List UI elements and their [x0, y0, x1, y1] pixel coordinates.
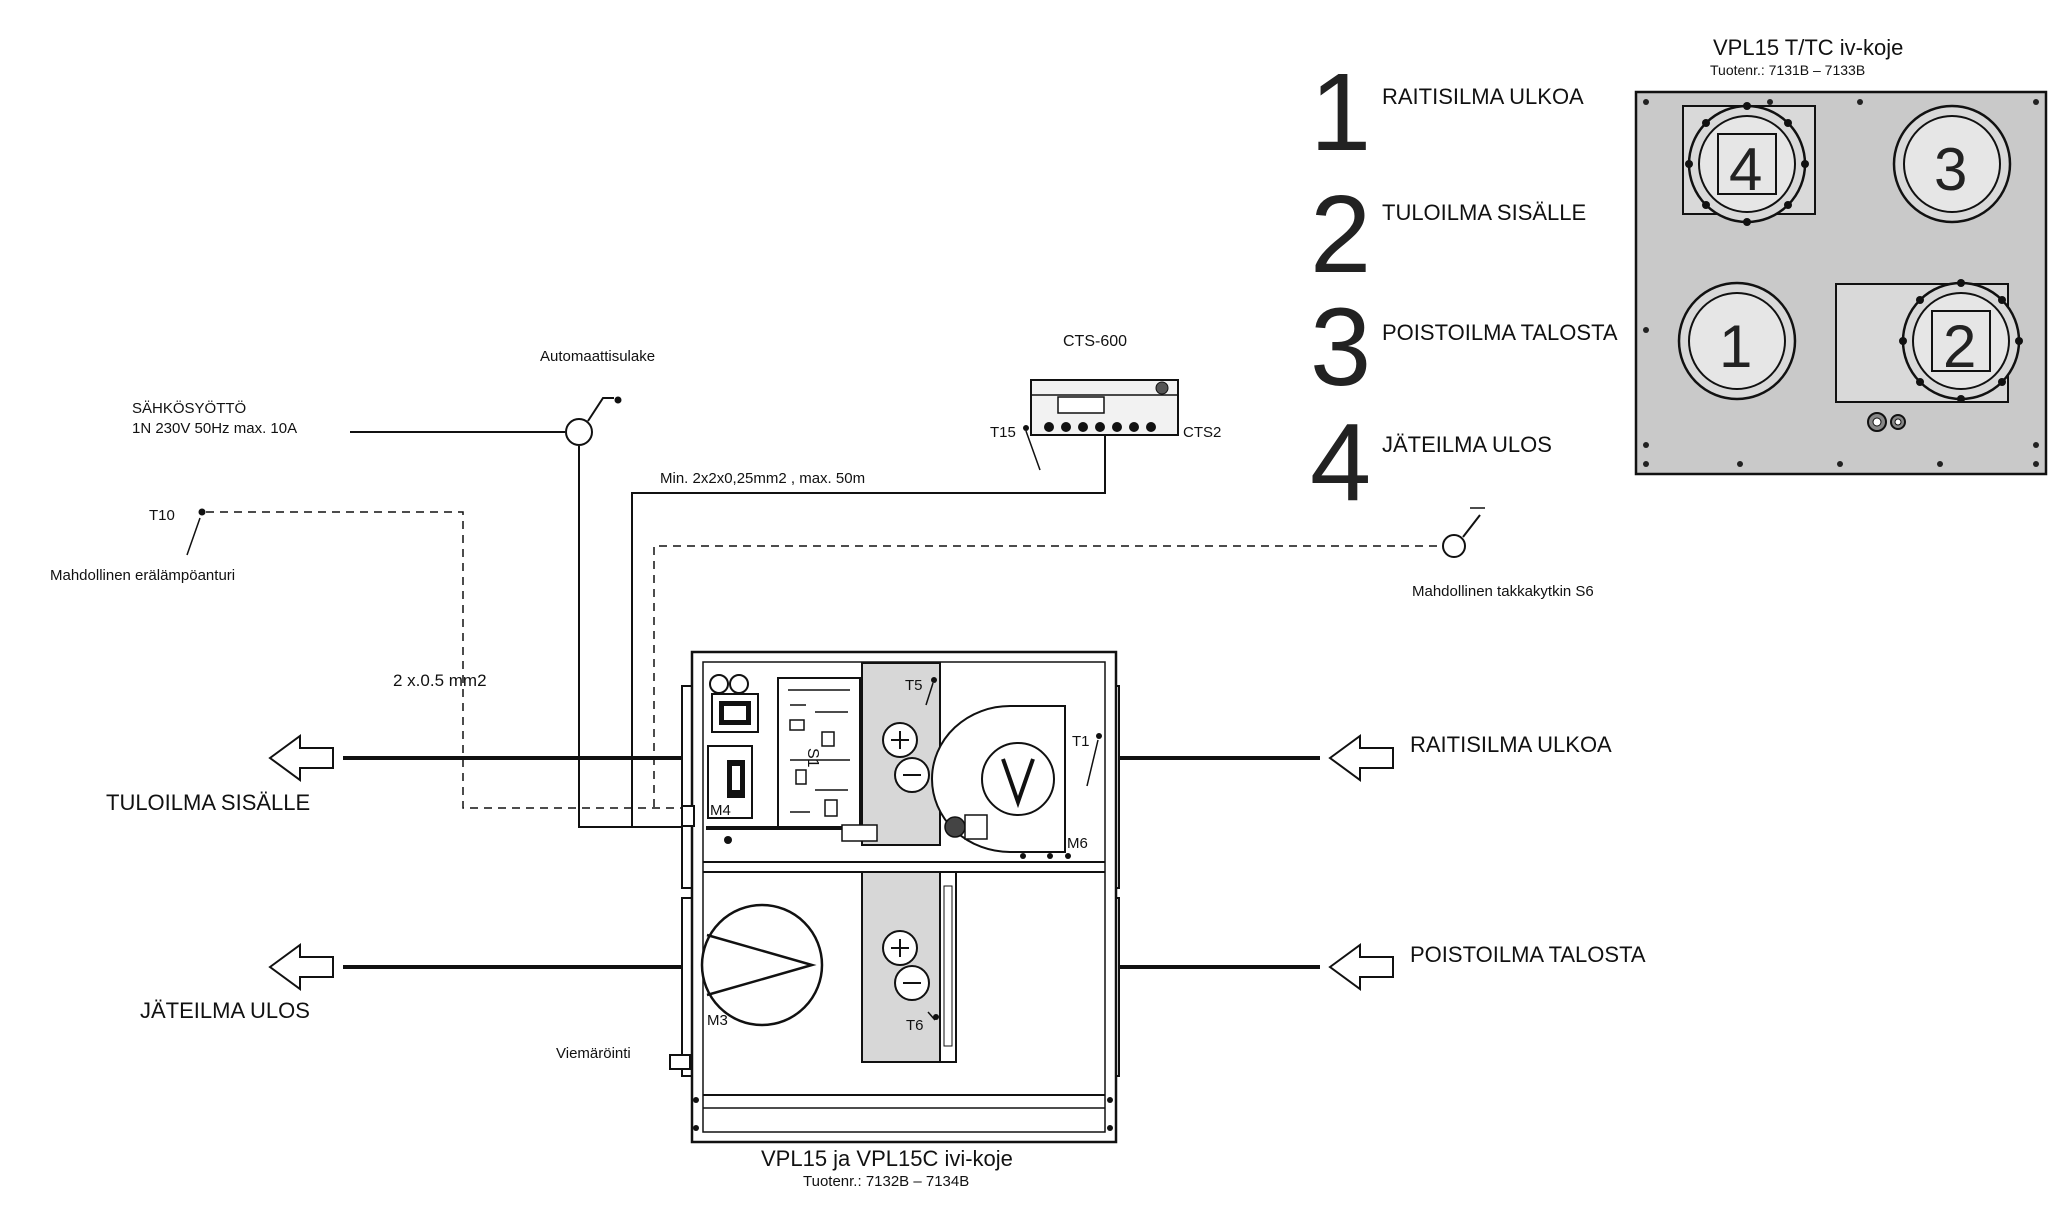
- legend-item-4: 4 JÄTEILMA ULOS: [1310, 401, 1552, 524]
- exhaust-air-arrow: JÄTEILMA ULOS: [140, 943, 334, 1023]
- legend-item-3: 3 POISTOILMA TALOSTA: [1310, 286, 1618, 409]
- tag-m4: M4: [710, 802, 731, 819]
- breaker-label: Automaattisulake: [540, 348, 655, 365]
- tag-s1: S1: [804, 748, 821, 768]
- legend-number-4: 4: [1310, 401, 1371, 524]
- controller-buttons: [1044, 422, 1156, 432]
- legend-label-4: JÄTEILMA ULOS: [1382, 432, 1552, 457]
- label-extract-air: POISTOILMA TALOSTA: [1410, 942, 1646, 967]
- switch-s6-label: Mahdollinen takkakytkin S6: [1412, 583, 1594, 600]
- switch-s6-symbol: [1442, 534, 1466, 558]
- legend: 1 RAITISILMA ULKOA 2 TULOILMA SISÄLLE 3 …: [1310, 51, 1618, 524]
- control-board: [777, 677, 861, 829]
- legend-item-1: 1 RAITISILMA ULKOA: [1310, 51, 1584, 174]
- top-view-product-numbers: Tuotenr.: 7131B – 7133B: [1710, 62, 1865, 78]
- automatic-breaker: Automaattisulake: [540, 348, 688, 828]
- power-supply-label-2: 1N 230V 50Hz max. 10A: [132, 420, 297, 437]
- legend-number-1: 1: [1310, 51, 1371, 174]
- legend-label-1: RAITISILMA ULKOA: [1382, 84, 1584, 109]
- ventilation-unit: S1 M4 T5 T1 M6: [556, 650, 1120, 1190]
- tag-t1: T1: [1072, 733, 1090, 750]
- label-outdoor-air: RAITISILMA ULKOA: [1410, 732, 1612, 757]
- unit-name: VPL15 ja VPL15C ivi-koje: [761, 1146, 1013, 1171]
- controller-model: CTS-600: [1063, 333, 1127, 350]
- fan-m3: [700, 903, 824, 1027]
- top-view-name: VPL15 T/TC iv-koje: [1713, 35, 1903, 60]
- sensor-tag-t15: T15: [990, 424, 1016, 441]
- outdoor-air-arrow: RAITISILMA ULKOA: [1328, 732, 1612, 782]
- sensor-cable-label: 2 x.0.5 mm2: [393, 671, 487, 690]
- tag-m3: M3: [707, 1012, 728, 1029]
- label-exhaust-air: JÄTEILMA ULOS: [140, 998, 310, 1023]
- unit-product-numbers: Tuotenr.: 7132B – 7134B: [803, 1173, 969, 1190]
- controller-display: [1057, 396, 1105, 414]
- top-port-3-number: 3: [1934, 136, 1967, 203]
- sensor-t10: T10 Mahdollinen erälämpöanturi 2 x.0.5 m…: [50, 507, 688, 809]
- drain-label: Viemäröinti: [556, 1045, 631, 1062]
- supply-air-arrow: TULOILMA SISÄLLE: [106, 734, 334, 815]
- label-supply-air: TULOILMA SISÄLLE: [106, 790, 310, 815]
- controller-cable-label: Min. 2x2x0,25mm2 , max. 50m: [660, 470, 865, 487]
- extract-air-arrow: POISTOILMA TALOSTA: [1328, 942, 1646, 991]
- legend-number-2: 2: [1310, 173, 1371, 296]
- legend-label-2: TULOILMA SISÄLLE: [1382, 200, 1586, 225]
- top-port-2-number: 2: [1943, 313, 1976, 380]
- top-port-4-number: 4: [1729, 136, 1762, 203]
- heat-exchanger-lower: [861, 871, 941, 1063]
- breaker-symbol: [565, 418, 593, 446]
- legend-item-2: 2 TULOILMA SISÄLLE: [1310, 173, 1586, 296]
- top-port-1-number: 1: [1719, 313, 1752, 380]
- fireplace-switch: Mahdollinen takkakytkin S6: [653, 507, 1594, 807]
- tag-t5: T5: [905, 677, 923, 694]
- sensor-t10-label: Mahdollinen erälämpöanturi: [50, 567, 235, 584]
- terminal-tag-cts2: CTS2: [1183, 424, 1221, 441]
- legend-label-3: POISTOILMA TALOSTA: [1382, 320, 1618, 345]
- power-supply: SÄHKÖSYÖTTÖ 1N 230V 50Hz max. 10A: [132, 399, 565, 437]
- legend-number-3: 3: [1310, 286, 1371, 409]
- tag-m6: M6: [1067, 835, 1088, 852]
- tag-t6: T6: [906, 1017, 924, 1034]
- top-view-unit: VPL15 T/TC iv-koje Tuotenr.: 7131B – 713…: [1634, 35, 2048, 476]
- sensor-t10-tag: T10: [149, 507, 175, 524]
- power-supply-label-1: SÄHKÖSYÖTTÖ: [132, 399, 246, 417]
- controller-panel: CTS-600 T15 CTS2 Min. 2x2x0,25mm2 , max.…: [631, 333, 1221, 827]
